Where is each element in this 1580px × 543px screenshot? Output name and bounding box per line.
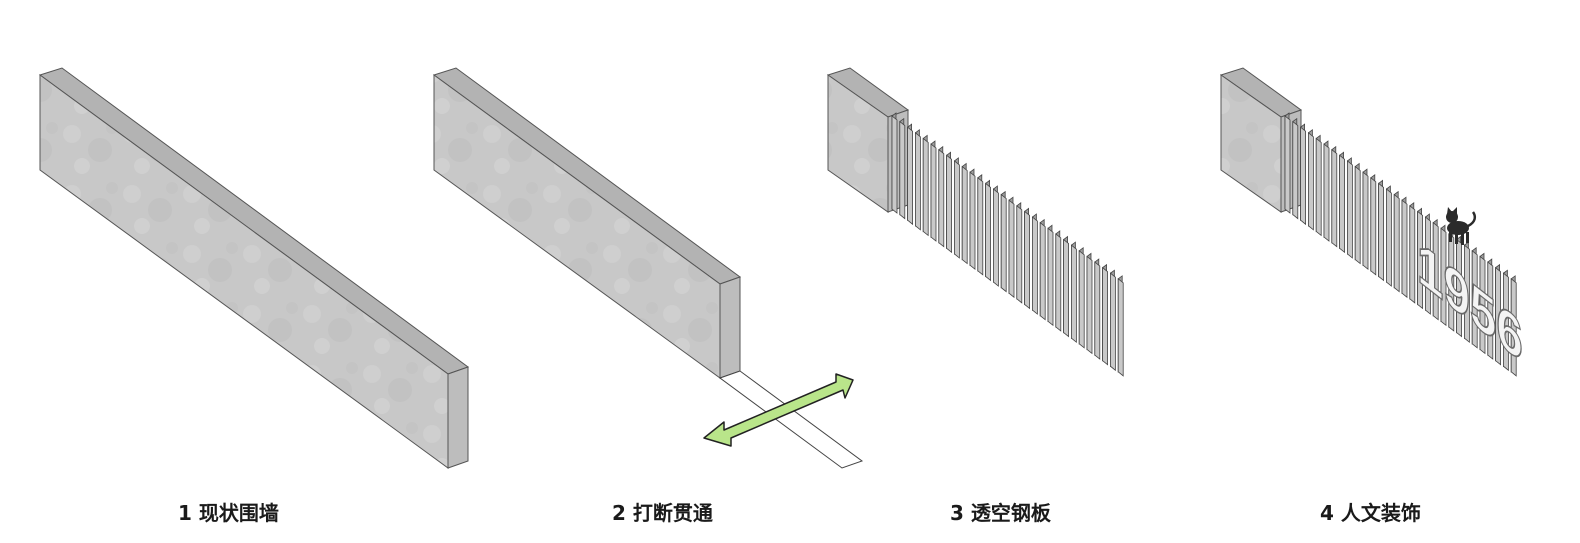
steel-fin	[1487, 261, 1494, 360]
steel-fin	[946, 154, 952, 254]
steel-fin	[1032, 216, 1038, 315]
steel-fin	[993, 188, 999, 287]
steel-fin	[1354, 165, 1361, 265]
steel-fin	[891, 115, 898, 214]
panel-3-steel-plates	[826, 67, 1124, 377]
caption-step-1: 1 现状围墙	[178, 501, 279, 525]
steel-fin	[1479, 255, 1486, 355]
caption-step-4: 4 人文装饰	[1320, 501, 1421, 525]
steel-fin	[1370, 176, 1377, 276]
steel-fins-4	[1284, 112, 1517, 377]
steel-fin	[899, 120, 906, 220]
steel-fin	[1503, 272, 1509, 372]
steel-fin	[1016, 205, 1023, 304]
panel-2-break-through	[432, 67, 864, 469]
steel-fin	[922, 137, 929, 237]
wall-1-front	[39, 74, 449, 469]
steel-fin	[1078, 249, 1085, 349]
steel-fin	[1315, 137, 1322, 237]
wall-2-front	[433, 74, 721, 379]
steel-fin	[1039, 221, 1046, 321]
steel-fin	[1510, 278, 1517, 377]
steel-fins-3	[891, 112, 1124, 377]
steel-fin	[1055, 233, 1062, 332]
steel-fin	[954, 160, 960, 259]
steel-fin	[1117, 278, 1124, 377]
steel-fin	[930, 143, 937, 242]
steel-fin	[1409, 205, 1416, 304]
wall-1-top	[38, 67, 470, 375]
steel-fin	[1000, 193, 1007, 293]
steel-fin	[907, 126, 913, 226]
steel-fin	[1284, 115, 1291, 214]
steel-fin	[1024, 210, 1030, 310]
steel-fin	[1110, 272, 1116, 372]
double-arrow-icon	[703, 373, 854, 447]
steel-fin	[1495, 266, 1501, 366]
steel-fin	[1362, 171, 1369, 270]
steel-fin	[969, 171, 976, 270]
wall-2-end	[719, 276, 741, 379]
steel-fin	[1008, 199, 1015, 299]
steel-fin	[1347, 160, 1353, 259]
steel-fin	[1456, 238, 1462, 338]
caption-step-3: 3 透空钢板	[950, 501, 1051, 525]
year-numerals: 1956	[1417, 227, 1523, 375]
steel-fin	[938, 148, 945, 248]
steel-fin	[1063, 238, 1069, 338]
wall-1-end	[447, 366, 469, 469]
caption-step-2: 2 打断贯通	[612, 501, 713, 525]
steel-fin	[1102, 266, 1108, 366]
opening-footprint	[718, 370, 864, 469]
steel-fin	[1417, 210, 1423, 310]
steel-fin	[977, 176, 984, 276]
steel-fin	[1432, 221, 1439, 321]
panel-4-cultural-decoration: 1956	[1219, 67, 1523, 377]
steel-fin	[1071, 244, 1077, 344]
steel-fin	[961, 165, 968, 265]
steel-fin	[1094, 261, 1101, 360]
steel-fin	[1292, 120, 1299, 220]
steel-fin	[1471, 249, 1478, 349]
steel-fin	[1308, 132, 1314, 231]
steel-fin	[1323, 143, 1330, 242]
steel-fin	[1086, 255, 1093, 355]
steel-fin	[1047, 227, 1054, 327]
steel-fin	[1425, 216, 1431, 315]
steel-fin	[1331, 148, 1338, 248]
panel-1-existing-wall	[38, 67, 470, 469]
steel-fin	[1440, 227, 1447, 327]
cat-silhouette-icon	[1446, 207, 1477, 245]
steel-fin	[1393, 193, 1400, 293]
steel-fin	[1300, 126, 1306, 226]
steel-fin	[1448, 233, 1455, 332]
steel-fin	[1339, 154, 1345, 254]
steel-fin	[1386, 188, 1392, 287]
steel-fin	[1464, 244, 1470, 344]
steel-fin	[985, 182, 991, 282]
steel-fin	[1378, 182, 1384, 282]
steel-fin	[915, 132, 921, 231]
steel-fin	[1401, 199, 1408, 299]
